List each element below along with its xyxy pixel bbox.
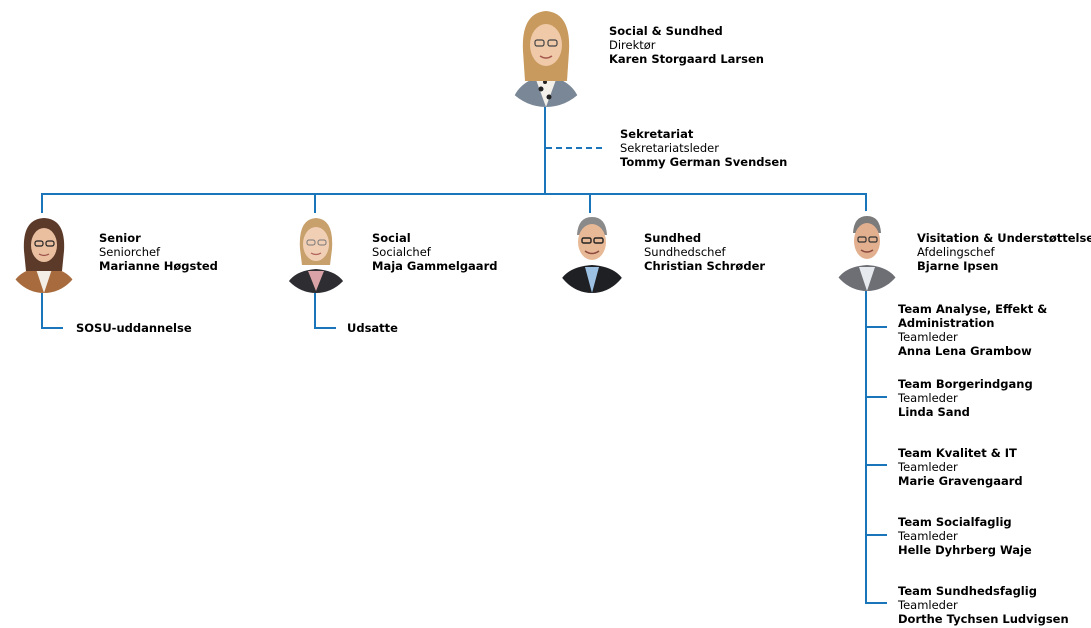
team-name: Team Borgerindgang — [898, 377, 1033, 391]
team-role: Teamleder — [898, 598, 958, 612]
team-leader: Dorthe Tychsen Ludvigsen — [898, 612, 1069, 626]
senior-sub-connector-h — [41, 327, 63, 329]
social-department: Social — [372, 231, 411, 245]
senior-drop-line — [41, 193, 43, 213]
director-role: Direktør — [609, 38, 656, 52]
team-borgerindgang: Team Borgerindgang Teamleder Linda Sand — [898, 377, 1068, 419]
director-name: Karen Storgaard Larsen — [609, 52, 764, 66]
division-bus-line — [41, 193, 867, 195]
team-role: Teamleder — [898, 460, 958, 474]
social-photo — [278, 213, 354, 293]
social-drop-line — [314, 193, 316, 213]
team-leader: Anna Lena Grambow — [898, 344, 1032, 358]
social-role: Socialchef — [372, 245, 431, 259]
team-leader: Helle Dyhrberg Waje — [898, 543, 1032, 557]
teams-trunk-line — [865, 290, 867, 604]
senior-sub-connector — [41, 292, 43, 329]
senior-label: Senior Seniorchef Marianne Høgsted — [99, 231, 218, 273]
visitation-name: Bjarne Ipsen — [917, 259, 999, 273]
secretariat-dashed-connector — [546, 147, 602, 149]
secretariat-role: Sekretariatsleder — [620, 141, 719, 155]
sundhed-label: Sundhed Sundhedschef Christian Schrøder — [644, 231, 765, 273]
social-sub-connector-h — [314, 327, 336, 329]
secretariat-department: Sekretariat — [620, 127, 694, 141]
visitation-label: Visitation & Understøttelse Afdelingsche… — [917, 231, 1091, 273]
team-sundhedsfaglig: Team Sundhedsfaglig Teamleder Dorthe Tyc… — [898, 584, 1069, 626]
team-name: Team Analyse, Effekt & Administration — [898, 302, 1048, 330]
senior-photo — [6, 213, 82, 293]
social-sub-connector — [314, 292, 316, 329]
senior-department: Senior — [99, 231, 141, 245]
team-role: Teamleder — [898, 330, 958, 344]
director-label: Social & Sundhed Direktør Karen Storgaar… — [609, 24, 764, 66]
team-branch — [865, 602, 887, 604]
senior-role: Seniorchef — [99, 245, 161, 259]
senior-name: Marianne Høgsted — [99, 259, 218, 273]
director-photo — [497, 5, 595, 107]
sundhed-department: Sundhed — [644, 231, 702, 245]
team-name: Team Kvalitet & IT — [898, 446, 1017, 460]
sundhed-role: Sundhedschef — [644, 245, 726, 259]
team-role: Teamleder — [898, 391, 958, 405]
secretariat-name: Tommy German Svendsen — [620, 155, 788, 169]
team-analyse: Team Analyse, Effekt & Administration Te… — [898, 302, 1068, 358]
director-connector — [544, 105, 546, 195]
team-role: Teamleder — [898, 529, 958, 543]
team-name: Team Socialfaglig — [898, 515, 1012, 529]
visitation-photo — [829, 211, 905, 291]
social-sub-unit: Udsatte — [347, 321, 398, 335]
social-label: Social Socialchef Maja Gammelgaard — [372, 231, 497, 273]
visitation-role: Afdelingschef — [917, 245, 995, 259]
sundhed-name: Christian Schrøder — [644, 259, 766, 273]
team-leader: Linda Sand — [898, 405, 970, 419]
team-branch — [865, 326, 887, 328]
senior-sub-unit: SOSU-uddannelse — [76, 321, 192, 335]
team-leader: Marie Gravengaard — [898, 474, 1023, 488]
team-name: Team Sundhedsfaglig — [898, 584, 1037, 598]
team-branch — [865, 396, 887, 398]
team-kvalitet-it: Team Kvalitet & IT Teamleder Marie Grave… — [898, 446, 1068, 488]
visitation-department: Visitation & Understøttelse — [917, 231, 1091, 245]
team-branch — [865, 464, 887, 466]
director-department: Social & Sundhed — [609, 24, 723, 38]
sundhed-photo — [554, 213, 630, 293]
visitation-drop-line — [865, 193, 867, 213]
sundhed-drop-line — [589, 193, 591, 213]
team-branch — [865, 534, 887, 536]
social-name: Maja Gammelgaard — [372, 259, 498, 273]
secretariat-label: Sekretariat Sekretariatsleder Tommy Germ… — [620, 127, 787, 169]
team-socialfaglig: Team Socialfaglig Teamleder Helle Dyhrbe… — [898, 515, 1068, 557]
